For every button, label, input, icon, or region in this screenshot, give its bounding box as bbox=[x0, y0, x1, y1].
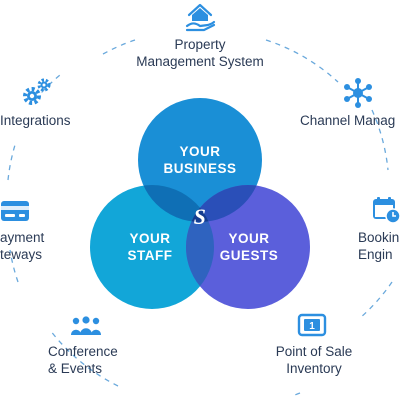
calendar-clock-icon bbox=[373, 197, 400, 224]
credit-card-icon bbox=[1, 201, 29, 221]
node-channel-manager: Channel Manag bbox=[300, 112, 395, 129]
center-logo: S bbox=[194, 204, 207, 229]
guests-label-line1: YOUR bbox=[228, 231, 269, 246]
payment-line2: teways bbox=[0, 247, 43, 262]
node-integrations: Integrations bbox=[0, 112, 71, 129]
node-conference-events: Conference & Events bbox=[48, 343, 118, 377]
conference-line2: & Events bbox=[48, 361, 103, 376]
node-payment-gateways: ayment teways bbox=[0, 229, 44, 263]
payment-line1: ayment bbox=[0, 230, 45, 245]
business-label-line1: YOUR bbox=[179, 144, 220, 159]
integrations-line1: Integrations bbox=[0, 113, 71, 128]
pms-line2: Management System bbox=[136, 54, 264, 69]
house-hand-icon bbox=[185, 3, 216, 32]
pos-line2: Inventory bbox=[286, 361, 342, 376]
booking-line2: Engin bbox=[358, 247, 393, 262]
overlap-business-staff bbox=[138, 185, 214, 222]
business-label-line2: BUSINESS bbox=[163, 161, 236, 176]
node-booking-engine: Bookin Engin bbox=[358, 229, 399, 263]
guests-label-line2: GUESTS bbox=[220, 248, 279, 263]
conference-line1: Conference bbox=[48, 344, 118, 359]
node-point-of-sale: Point of Sale Inventory bbox=[266, 343, 362, 377]
overlap-business-guests bbox=[186, 185, 262, 222]
gears-icon bbox=[23, 78, 51, 105]
staff-label-line2: STAFF bbox=[128, 248, 173, 263]
group-people-icon bbox=[71, 316, 101, 335]
pos-tablet-icon: 1 bbox=[297, 313, 327, 337]
channel-line1: Channel Manag bbox=[300, 113, 396, 128]
pos-line1: Point of Sale bbox=[275, 344, 353, 359]
network-hub-icon bbox=[344, 78, 372, 108]
pms-line1: Property bbox=[174, 37, 226, 52]
booking-line1: Bookin bbox=[358, 230, 400, 245]
svg-text:1: 1 bbox=[309, 321, 315, 332]
staff-label-line1: YOUR bbox=[129, 231, 170, 246]
node-property-management: Property Management System bbox=[130, 36, 270, 70]
